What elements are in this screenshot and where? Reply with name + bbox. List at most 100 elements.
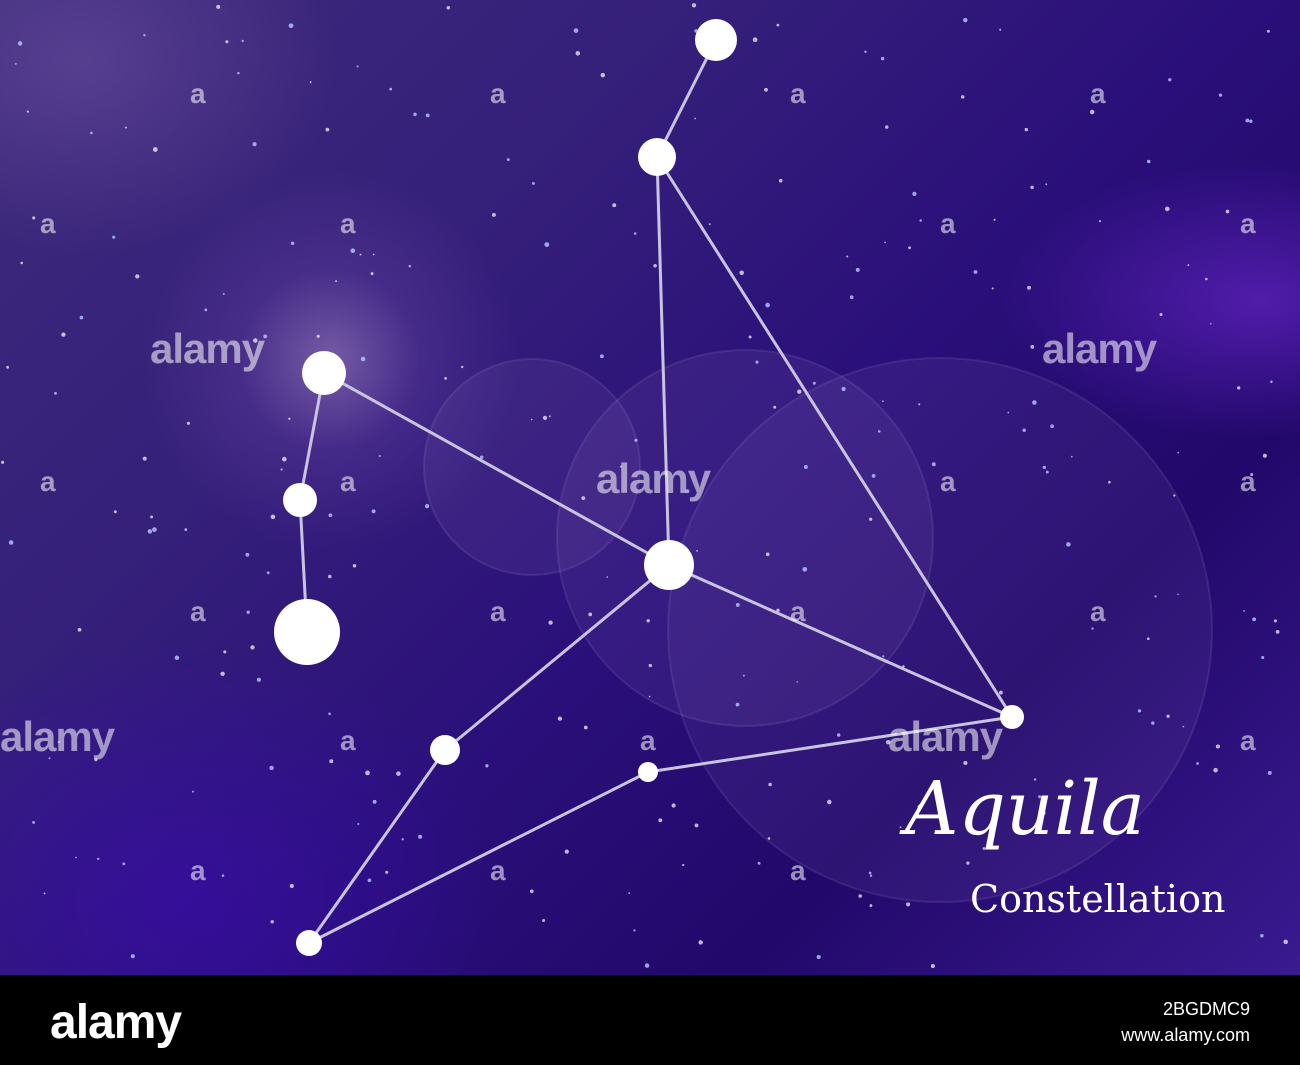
background-star <box>653 264 657 268</box>
background-star <box>1245 118 1250 123</box>
background-star <box>371 509 376 514</box>
background-star <box>17 41 23 46</box>
background-star <box>43 892 46 895</box>
star <box>430 735 460 765</box>
background-star <box>906 902 911 907</box>
background-star <box>54 391 57 395</box>
background-star <box>1030 185 1034 190</box>
background-star <box>204 308 208 312</box>
background-star <box>912 191 917 197</box>
background-star <box>1146 159 1151 164</box>
background-star <box>1038 795 1042 799</box>
watermark: alamy <box>888 713 1003 760</box>
background-star <box>253 338 258 343</box>
background-star <box>446 6 451 10</box>
background-star <box>237 71 240 75</box>
background-star <box>506 158 510 162</box>
background-star <box>530 418 533 421</box>
background-star <box>691 3 697 8</box>
background-star <box>575 51 581 56</box>
background-star <box>425 113 430 118</box>
background-star <box>1266 29 1270 33</box>
background-star <box>765 302 770 308</box>
background-star <box>1283 939 1288 945</box>
background-star <box>77 627 82 632</box>
background-star <box>999 28 1002 31</box>
background-star <box>612 203 617 208</box>
background-star <box>931 462 936 467</box>
background-star <box>485 764 489 768</box>
background-star <box>413 112 417 117</box>
background-star <box>396 771 401 776</box>
constellation-subtitle: Constellation <box>970 877 1226 921</box>
background-star <box>802 566 808 572</box>
watermark-small: a <box>1240 725 1256 756</box>
background-stars <box>1 3 1288 969</box>
watermark-small: a <box>190 855 206 886</box>
background-star <box>112 235 116 239</box>
background-star <box>1270 380 1273 384</box>
watermark-small: a <box>940 208 956 239</box>
background-star <box>841 386 846 392</box>
background-star <box>573 28 579 33</box>
background-star <box>542 415 548 421</box>
background-star <box>776 608 780 612</box>
background-star <box>1237 386 1241 390</box>
background-star <box>698 940 703 945</box>
background-star <box>918 803 923 808</box>
footer-logo: alamy <box>50 996 182 1049</box>
background-star <box>973 270 978 274</box>
watermark-small: a <box>340 725 356 756</box>
background-star <box>1205 277 1208 281</box>
background-star <box>658 818 663 823</box>
background-star <box>94 758 98 762</box>
background-star <box>1045 183 1048 186</box>
constellation-artwork: alamy alamy alamy alamy alamy a a a a a … <box>0 0 1300 975</box>
star <box>638 138 676 176</box>
background-star <box>694 823 699 828</box>
background-star <box>768 782 772 787</box>
background-star <box>289 883 294 889</box>
background-star <box>367 878 372 883</box>
background-star <box>1252 617 1257 622</box>
background-star <box>328 513 333 518</box>
background-star <box>75 856 77 859</box>
background-star <box>735 602 740 607</box>
background-star <box>836 733 841 737</box>
background-star <box>742 674 745 677</box>
constellation-line <box>655 38 718 159</box>
watermark-small: a <box>790 596 806 627</box>
background-star <box>1261 655 1265 660</box>
background-star <box>360 356 366 362</box>
background-star <box>1022 428 1026 432</box>
background-star <box>1250 473 1254 477</box>
background-star <box>325 127 330 132</box>
background-star <box>606 576 609 578</box>
background-star <box>1249 119 1253 124</box>
background-star <box>966 861 970 865</box>
background-star <box>778 178 783 183</box>
background-star <box>685 489 690 494</box>
background-star <box>372 799 377 804</box>
background-star <box>776 23 780 27</box>
watermark: alamy <box>596 455 711 502</box>
star <box>1000 705 1024 729</box>
background-star <box>270 920 274 924</box>
star <box>274 599 340 665</box>
background-star <box>288 23 294 29</box>
background-star <box>1007 411 1010 414</box>
background-star <box>599 354 604 359</box>
watermark-small: a <box>190 78 206 109</box>
background-star <box>246 610 250 614</box>
background-star <box>696 549 699 552</box>
background-star <box>152 527 157 532</box>
background-star <box>739 270 745 276</box>
watermark: alamy <box>150 325 265 372</box>
background-star <box>269 765 274 771</box>
background-star <box>1159 312 1163 317</box>
background-star <box>858 894 862 898</box>
background-star <box>767 837 771 840</box>
background-star <box>122 862 126 866</box>
background-star <box>803 465 808 469</box>
background-star <box>370 272 374 276</box>
